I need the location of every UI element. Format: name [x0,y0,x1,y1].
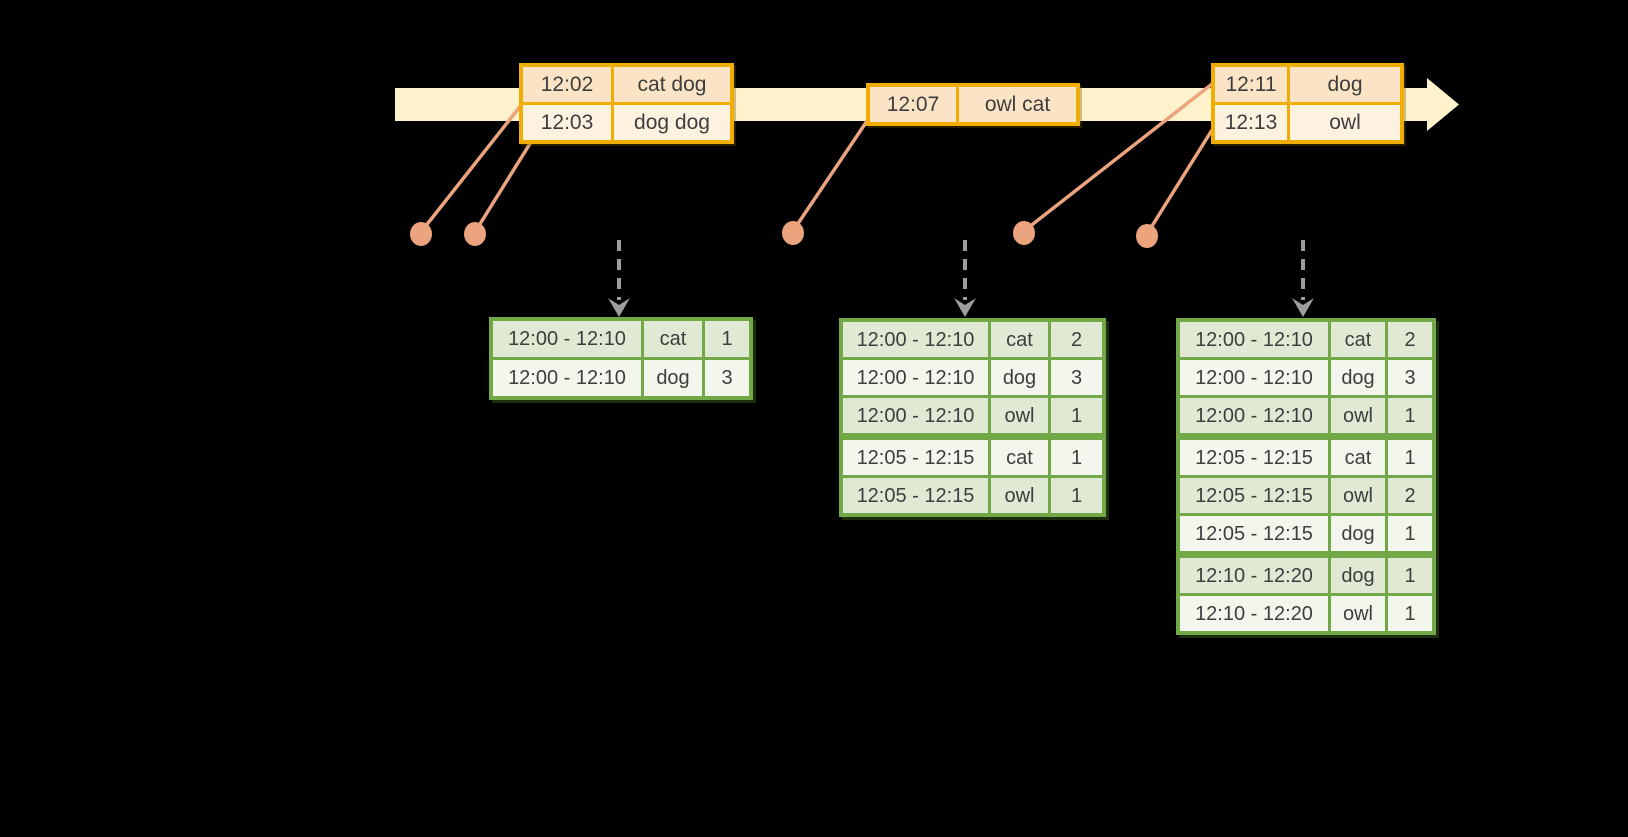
result-row: 12:10 - 12:20 dog 1 [1180,558,1432,593]
window-cell: 12:00 - 12:10 [843,360,988,395]
count-cell: 3 [1051,360,1102,395]
trigger-arrowheads [608,298,1314,317]
timeline-arrowhead-icon [1427,78,1459,131]
result-row: 12:10 - 12:20 owl 1 [1180,596,1432,631]
word-cell: cat [1331,440,1385,475]
event-dot-icon [1013,221,1035,245]
window-cell: 12:10 - 12:20 [1180,596,1328,631]
event-time-cell: 12:07 [870,87,956,122]
window-cell: 12:00 - 12:10 [1180,322,1328,357]
result-row: 12:00 - 12:10 cat 2 [843,322,1102,357]
result-row: 12:05 - 12:15 cat 1 [843,440,1102,475]
word-cell: cat [991,322,1048,357]
event-words-cell: dog dog [614,105,730,140]
event-row: 12:11 dog [1215,67,1400,102]
arrow-down-icon [1292,298,1314,317]
event-dot-icon [1136,224,1158,248]
word-cell: owl [1331,478,1385,513]
word-cell: cat [1331,322,1385,357]
result-row: 12:05 - 12:15 owl 1 [843,478,1102,513]
leader-line [1145,129,1214,235]
event-words-cell: dog [1290,67,1400,102]
event-dot-icon [464,222,486,246]
window-cell: 12:00 - 12:10 [1180,360,1328,395]
event-row: 12:13 owl [1215,105,1400,140]
window-cell: 12:05 - 12:15 [843,478,988,513]
window-cell: 12:00 - 12:10 [843,398,988,433]
result-table-1: 12:00 - 12:10 cat 1 12:00 - 12:10 dog 3 [489,317,753,400]
result-row: 12:05 - 12:15 cat 1 [1180,440,1432,475]
word-cell: dog [1331,360,1385,395]
leader-line [1022,82,1214,233]
window-cell: 12:10 - 12:20 [1180,558,1328,593]
count-cell: 2 [1388,478,1432,513]
count-cell: 1 [1051,398,1102,433]
count-cell: 1 [1388,516,1432,551]
result-row: 12:00 - 12:10 cat 2 [1180,322,1432,357]
count-cell: 3 [1388,360,1432,395]
event-dots [410,221,1158,248]
window-cell: 12:05 - 12:15 [1180,478,1328,513]
result-row: 12:00 - 12:10 owl 1 [843,398,1102,433]
leader-line [419,102,524,234]
event-table-1211: 12:11 dog 12:13 owl [1211,63,1404,144]
event-words-cell: owl cat [959,87,1076,122]
result-row: 12:05 - 12:15 dog 1 [1180,516,1432,551]
arrow-down-icon [954,298,976,317]
word-cell: dog [1331,558,1385,593]
count-cell: 2 [1051,322,1102,357]
word-cell: cat [991,440,1048,475]
window-cell: 12:00 - 12:10 [843,322,988,357]
window-cell: 12:05 - 12:15 [1180,516,1328,551]
count-cell: 1 [1388,596,1432,631]
event-time-cell: 12:11 [1215,67,1287,102]
result-row: 12:00 - 12:10 dog 3 [493,360,749,396]
word-cell: cat [644,321,702,357]
word-cell: owl [991,398,1048,433]
word-cell: owl [1331,596,1385,631]
result-row: 12:00 - 12:10 cat 1 [493,321,749,357]
count-cell: 1 [1051,440,1102,475]
event-leader-lines [419,82,1214,235]
count-cell: 3 [705,360,749,396]
leader-line [473,141,533,233]
event-table-1207: 12:07 owl cat [866,83,1080,126]
event-time-cell: 12:03 [523,105,611,140]
event-table-1202: 12:02 cat dog 12:03 dog dog [519,63,734,144]
word-cell: dog [991,360,1048,395]
window-cell: 12:00 - 12:10 [493,360,641,396]
result-table-2: 12:00 - 12:10 cat 2 12:00 - 12:10 dog 3 … [839,318,1106,517]
event-time-cell: 12:02 [523,67,611,102]
result-row: 12:00 - 12:10 dog 3 [1180,360,1432,395]
leader-line [791,120,869,232]
event-time-cell: 12:13 [1215,105,1287,140]
word-cell: dog [1331,516,1385,551]
window-cell: 12:00 - 12:10 [1180,398,1328,433]
count-cell: 1 [1051,478,1102,513]
count-cell: 1 [1388,398,1432,433]
event-words-cell: cat dog [614,67,730,102]
count-cell: 1 [1388,440,1432,475]
word-cell: dog [644,360,702,396]
result-row: 12:00 - 12:10 owl 1 [1180,398,1432,433]
count-cell: 1 [1388,558,1432,593]
arrow-down-icon [608,298,630,317]
window-cell: 12:05 - 12:15 [1180,440,1328,475]
event-dot-icon [782,221,804,245]
result-row: 12:05 - 12:15 owl 2 [1180,478,1432,513]
trigger-arrows [617,240,1305,300]
result-row: 12:00 - 12:10 dog 3 [843,360,1102,395]
event-dot-icon [410,222,432,246]
window-cell: 12:05 - 12:15 [843,440,988,475]
count-cell: 1 [705,321,749,357]
word-cell: owl [991,478,1048,513]
event-words-cell: owl [1290,105,1400,140]
window-cell: 12:00 - 12:10 [493,321,641,357]
event-row: 12:07 owl cat [870,87,1076,122]
event-row: 12:02 cat dog [523,67,730,102]
count-cell: 2 [1388,322,1432,357]
word-cell: owl [1331,398,1385,433]
event-row: 12:03 dog dog [523,105,730,140]
result-table-3: 12:00 - 12:10 cat 2 12:00 - 12:10 dog 3 … [1176,318,1436,635]
